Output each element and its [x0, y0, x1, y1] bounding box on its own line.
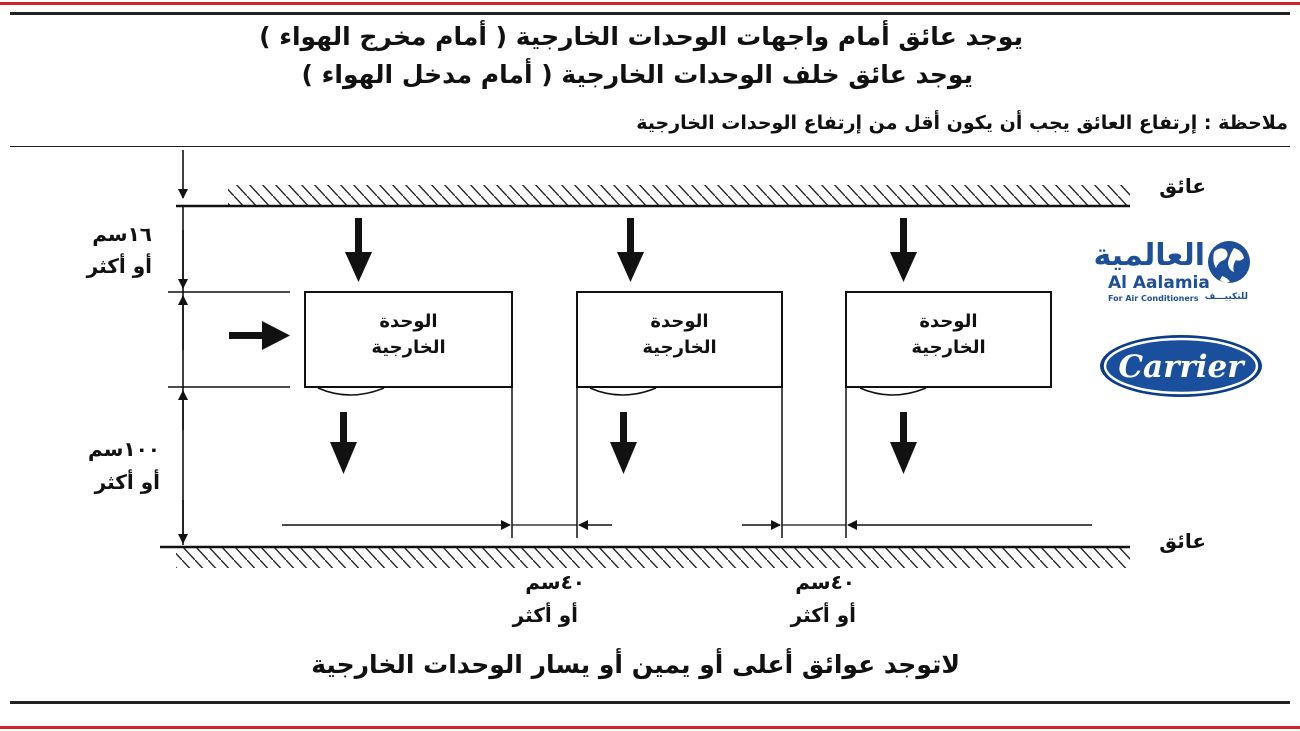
outdoor-unit-3-box — [845, 291, 1052, 388]
header-divider — [10, 146, 1290, 147]
dim-bottom-suffix: أو أكثر — [94, 470, 160, 494]
outdoor-unit-1-box — [304, 291, 513, 388]
carrier-logo-text: Carrier — [1118, 349, 1246, 385]
alaalamia-logo-sub-english: For Air Conditioners — [1108, 294, 1199, 303]
airflow-arrow-side — [229, 321, 290, 350]
header-line-2: يوجد عائق خلف الوحدات الخارجية ( أمام مد… — [301, 60, 974, 89]
dim-bottom-value: ١٠٠سم — [88, 437, 160, 461]
dim-top-value: ١٦سم — [92, 222, 152, 246]
airflow-arrow-top-1 — [345, 218, 372, 282]
obstacle-label-bottom: عائق — [1159, 529, 1206, 553]
outdoor-unit-2-line2: الخارجية — [642, 337, 717, 358]
gap-right-suffix: أو أكثر — [790, 603, 856, 627]
globe-icon — [1208, 241, 1250, 283]
alaalamia-logo-english: Al Aalamia — [1108, 273, 1210, 293]
carrier-logo: Carrier — [1100, 335, 1262, 397]
dim-top-suffix: أو أكثر — [86, 254, 152, 278]
airflow-arrow-top-2 — [617, 218, 644, 282]
gap-left-suffix: أو أكثر — [512, 603, 578, 627]
gap-left-value: ٤٠سم — [525, 570, 585, 594]
alaalamia-logo-arabic: العالمية — [1093, 238, 1205, 273]
gap-right-value: ٤٠سم — [795, 570, 855, 594]
header-line-1: يوجد عائق أمام واجهات الوحدات الخارجية (… — [259, 22, 1023, 51]
bottom-black-rule — [10, 701, 1290, 704]
top-black-rule — [10, 12, 1290, 15]
outdoor-unit-2-line1: الوحدة — [650, 311, 709, 332]
airflow-arrow-bottom-1 — [330, 412, 357, 474]
airflow-arrow-bottom-2 — [610, 412, 637, 474]
obstacle-label-top: عائق — [1159, 174, 1206, 198]
alaalamia-logo-sub-arabic: للتكييـــف — [1204, 292, 1248, 302]
airflow-arrow-bottom-3 — [890, 412, 917, 474]
outdoor-unit-3-label: الوحدة الخارجية — [846, 309, 1051, 361]
outdoor-unit-2-label: الوحدة الخارجية — [577, 309, 782, 361]
outdoor-unit-1-label: الوحدة الخارجية — [305, 309, 512, 361]
bottom-red-line — [0, 726, 1300, 729]
airflow-arrow-top-3 — [890, 218, 917, 282]
outdoor-unit-1-line1: الوحدة — [379, 311, 438, 332]
footer-note: لاتوجد عوائق أعلى أو يمين أو يسار الوحدا… — [311, 650, 960, 679]
outdoor-unit-1-line2: الخارجية — [371, 337, 446, 358]
top-obstacle-hatch — [228, 185, 1130, 205]
outdoor-unit-3-line2: الخارجية — [911, 337, 986, 358]
fan-arc-3 — [859, 387, 927, 396]
bottom-obstacle-hatch — [176, 548, 1130, 568]
top-red-line — [0, 2, 1300, 5]
header-note: ملاحظة : إرتفاع العائق يجب أن يكون أقل م… — [636, 112, 1288, 134]
outdoor-unit-3-line1: الوحدة — [919, 311, 978, 332]
outdoor-unit-2-box — [576, 291, 783, 388]
fan-arc-1 — [317, 387, 385, 396]
fan-arc-2 — [589, 387, 657, 396]
